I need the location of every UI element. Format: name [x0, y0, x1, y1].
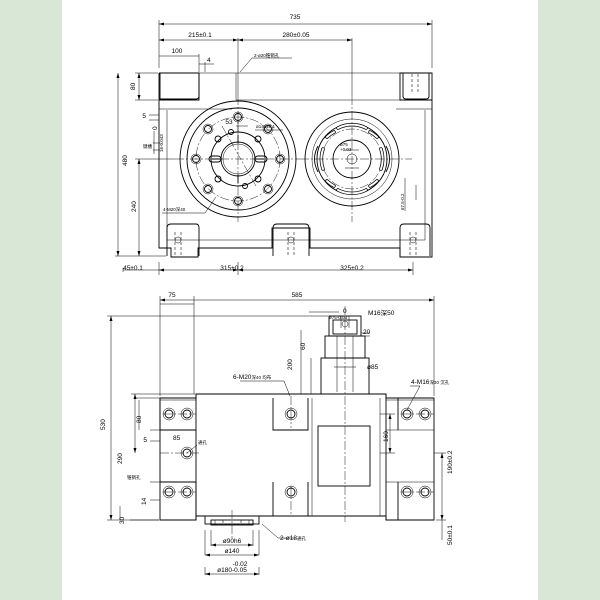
- dim-4: 4: [207, 57, 211, 64]
- dim-585: 585: [292, 292, 303, 299]
- boss-bottom-middle: [272, 223, 310, 256]
- dim-280: 280±0.05: [282, 32, 309, 39]
- dim-290: 290: [117, 453, 124, 464]
- dim-75: 75: [168, 292, 176, 299]
- dim-53: 53: [225, 119, 233, 126]
- note-bolt-circle: ø140±0.1: [256, 124, 275, 129]
- note-small-a: 通孔: [198, 439, 207, 446]
- dim-85b: 85: [173, 435, 181, 442]
- note-2-holes-front: 2-ø18通孔: [280, 535, 306, 542]
- dim-180-tol: -0.02: [233, 561, 248, 568]
- note-bore-tol: +0.03: [340, 147, 352, 152]
- dim-5b: 5: [143, 437, 147, 444]
- dim-60: 60: [300, 342, 307, 350]
- dim-325: 325±0.2: [340, 265, 364, 272]
- dim-80: 80: [130, 82, 137, 90]
- dim-50: 50±0.1: [447, 525, 454, 545]
- dim-215: 215±0.1: [188, 32, 212, 39]
- front-view: 75 585 0 ø75-0.03 M16深50 20 60 200 ø85 5…: [100, 292, 454, 576]
- boss-bottom-left: [166, 223, 200, 256]
- dim-315: 315±0.2: [220, 265, 244, 272]
- boss-bottom-right: [399, 223, 431, 256]
- dim-140: ø140: [225, 548, 240, 555]
- dim-14: 14: [141, 497, 148, 505]
- note-bore: ø75: [340, 142, 348, 147]
- dim-20: 20: [363, 329, 371, 336]
- dim-30: 30: [119, 516, 126, 524]
- dim-90: ø90h6: [223, 538, 242, 545]
- dim-180: ø180-0.05: [217, 567, 247, 574]
- dim-0b: 0: [343, 308, 347, 315]
- note-keyway: 键槽: [143, 143, 152, 150]
- top-view: 735 215±0.1 280±0.05 100 4 80 5 0 16-0.0…: [115, 14, 433, 275]
- top-dimensions: [115, 20, 433, 275]
- dim-75s: ø75-0.03: [329, 315, 348, 320]
- note-4-holes: 4-M16深30 沉孔: [411, 379, 450, 386]
- dim-5: 5: [142, 113, 146, 120]
- arc-slots: [319, 122, 385, 196]
- dim-160: 160: [383, 431, 390, 442]
- note-6-holes: 6-M20深40 均布: [233, 374, 272, 381]
- note-small-b: 锥销孔: [127, 474, 141, 481]
- front-dimensions: [107, 296, 446, 576]
- dim-480: 480: [122, 155, 129, 166]
- note-m16: M16深50: [368, 308, 395, 317]
- dim-200: 200: [287, 359, 294, 370]
- inspection-window: [317, 425, 371, 487]
- front-ear-holes: [162, 407, 432, 499]
- dim-67-5: 67.5-0.2: [400, 193, 405, 210]
- dim-100: 100: [172, 48, 183, 55]
- dim-530: 530: [100, 419, 107, 430]
- note-tapped-holes: 4-M20深40: [163, 206, 186, 213]
- dim-85: ø85: [367, 364, 379, 371]
- dim-240: 240: [131, 201, 138, 212]
- dim-45: 45±0.1: [123, 265, 143, 272]
- dim-16: 16-0.043: [159, 134, 164, 152]
- dim-80b: 80: [136, 415, 143, 423]
- note-2-holes: 2-ø20锥销孔: [254, 52, 280, 59]
- dim-0: 0: [152, 126, 159, 130]
- dim-total-width: 735: [290, 14, 301, 21]
- dim-190: 190±0.2: [447, 450, 454, 474]
